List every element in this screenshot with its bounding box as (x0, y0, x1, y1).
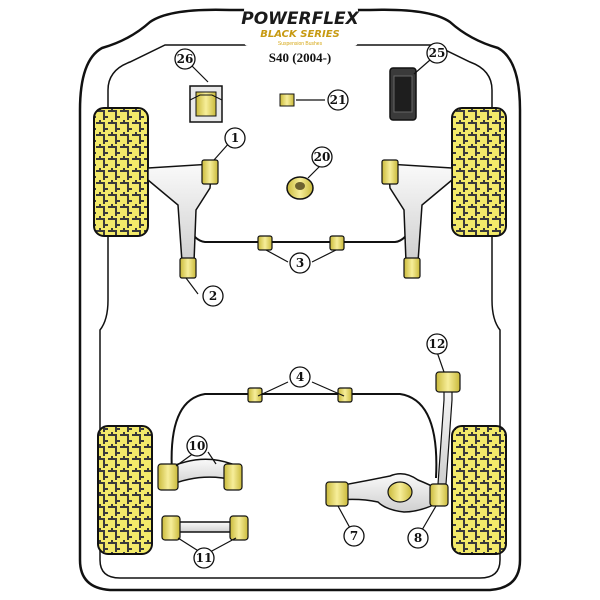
rear-anti-roll-bar (170, 393, 438, 479)
svg-text:26: 26 (177, 52, 194, 66)
svg-text:8: 8 (414, 531, 422, 545)
svg-text:11: 11 (196, 551, 213, 565)
part-8-bush (429, 483, 449, 507)
callout-bubble-25: 25 (426, 42, 448, 64)
callout-bubble-7: 7 (343, 525, 365, 547)
callout-bubble-26: 26 (174, 48, 196, 70)
car-body-outline (78, 8, 522, 592)
callout-bubble-10: 10 (186, 435, 208, 457)
front-anti-roll-bar-bushes (257, 235, 345, 251)
part-20-bush (286, 176, 314, 200)
callout-bubble-11: 11 (193, 547, 215, 569)
front-wishbone-bushes (179, 159, 421, 279)
brand-tagline: Suspension Bushes (278, 41, 323, 47)
svg-text:12: 12 (429, 337, 446, 351)
powerflex-logo: POWERFLEX BLACK SERIES Suspension Bushes (241, 6, 360, 47)
part-11-bushes (161, 515, 249, 541)
svg-text:20: 20 (314, 150, 331, 164)
tyre-rear-right (451, 425, 507, 555)
callout-bubble-8: 8 (407, 527, 429, 549)
part-12-link (437, 379, 453, 485)
part-21-bush (279, 93, 295, 107)
svg-text:1: 1 (231, 131, 239, 145)
callout-bubble-4: 4 (289, 366, 311, 388)
tyre-front-right (451, 107, 507, 237)
svg-text:21: 21 (330, 93, 347, 107)
tyre-rear-left (97, 425, 153, 555)
svg-text:4: 4 (296, 370, 304, 384)
svg-text:7: 7 (350, 529, 358, 543)
callout-bubble-21: 21 (327, 89, 349, 111)
svg-text:25: 25 (429, 46, 446, 60)
part-25-mount (389, 67, 417, 121)
rear-arm-centre-bush (387, 481, 413, 503)
brand-series: BLACK SERIES (260, 29, 339, 40)
callout-bubble-20: 20 (311, 146, 333, 168)
part-12-bush (435, 371, 461, 393)
part-7-bush (325, 481, 349, 507)
rear-anti-roll-bar-bushes (247, 387, 353, 403)
model-title: S40 (2004-) (269, 50, 331, 65)
part-26-mount (189, 85, 223, 123)
callout-bubble-12: 12 (426, 333, 448, 355)
callout-bubble-3: 3 (289, 252, 311, 274)
tyre-front-left (93, 107, 149, 237)
svg-text:10: 10 (189, 439, 206, 453)
svg-text:2: 2 (209, 289, 217, 303)
brand-name: POWERFLEX (241, 9, 359, 29)
callout-bubble-1: 1 (224, 127, 246, 149)
svg-text:3: 3 (296, 256, 304, 270)
callout-bubble-2: 2 (202, 285, 224, 307)
part-10-bushes (157, 463, 243, 491)
